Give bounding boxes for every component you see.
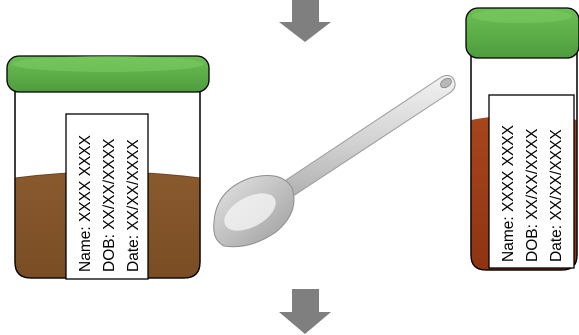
bottom-arrow [279,289,331,334]
left-label-dob-line: DOB: XX/XX/XXXX [101,138,118,272]
left-jar-lid [7,56,209,92]
top-arrow [279,0,331,42]
right-label-dob-line: DOB: XX/XX/XXXX [524,128,541,262]
right-tube-label: Name: XXXX XXXX DOB: XX/XX/XXXX Date: XX… [489,95,574,268]
right-specimen-tube: Name: XXXX XXXX DOB: XX/XX/XXXX Date: XX… [466,8,579,270]
left-jar-label: Name: XXXX XXXX DOB: XX/XX/XXXX Date: XX… [66,114,148,279]
right-tube-lid [466,8,579,58]
right-label-date-line: Date: XX/XX/XXXX [548,129,565,262]
scoop-spoon-icon [214,75,455,246]
left-label-name-line: Name: XXXX XXXX [77,134,94,272]
left-label-date-line: Date: XX/XX/XXXX [125,139,142,272]
right-label-name-line: Name: XXXX XXXX [500,124,517,262]
left-specimen-jar: Name: XXXX XXXX DOB: XX/XX/XXXX Date: XX… [7,56,209,279]
